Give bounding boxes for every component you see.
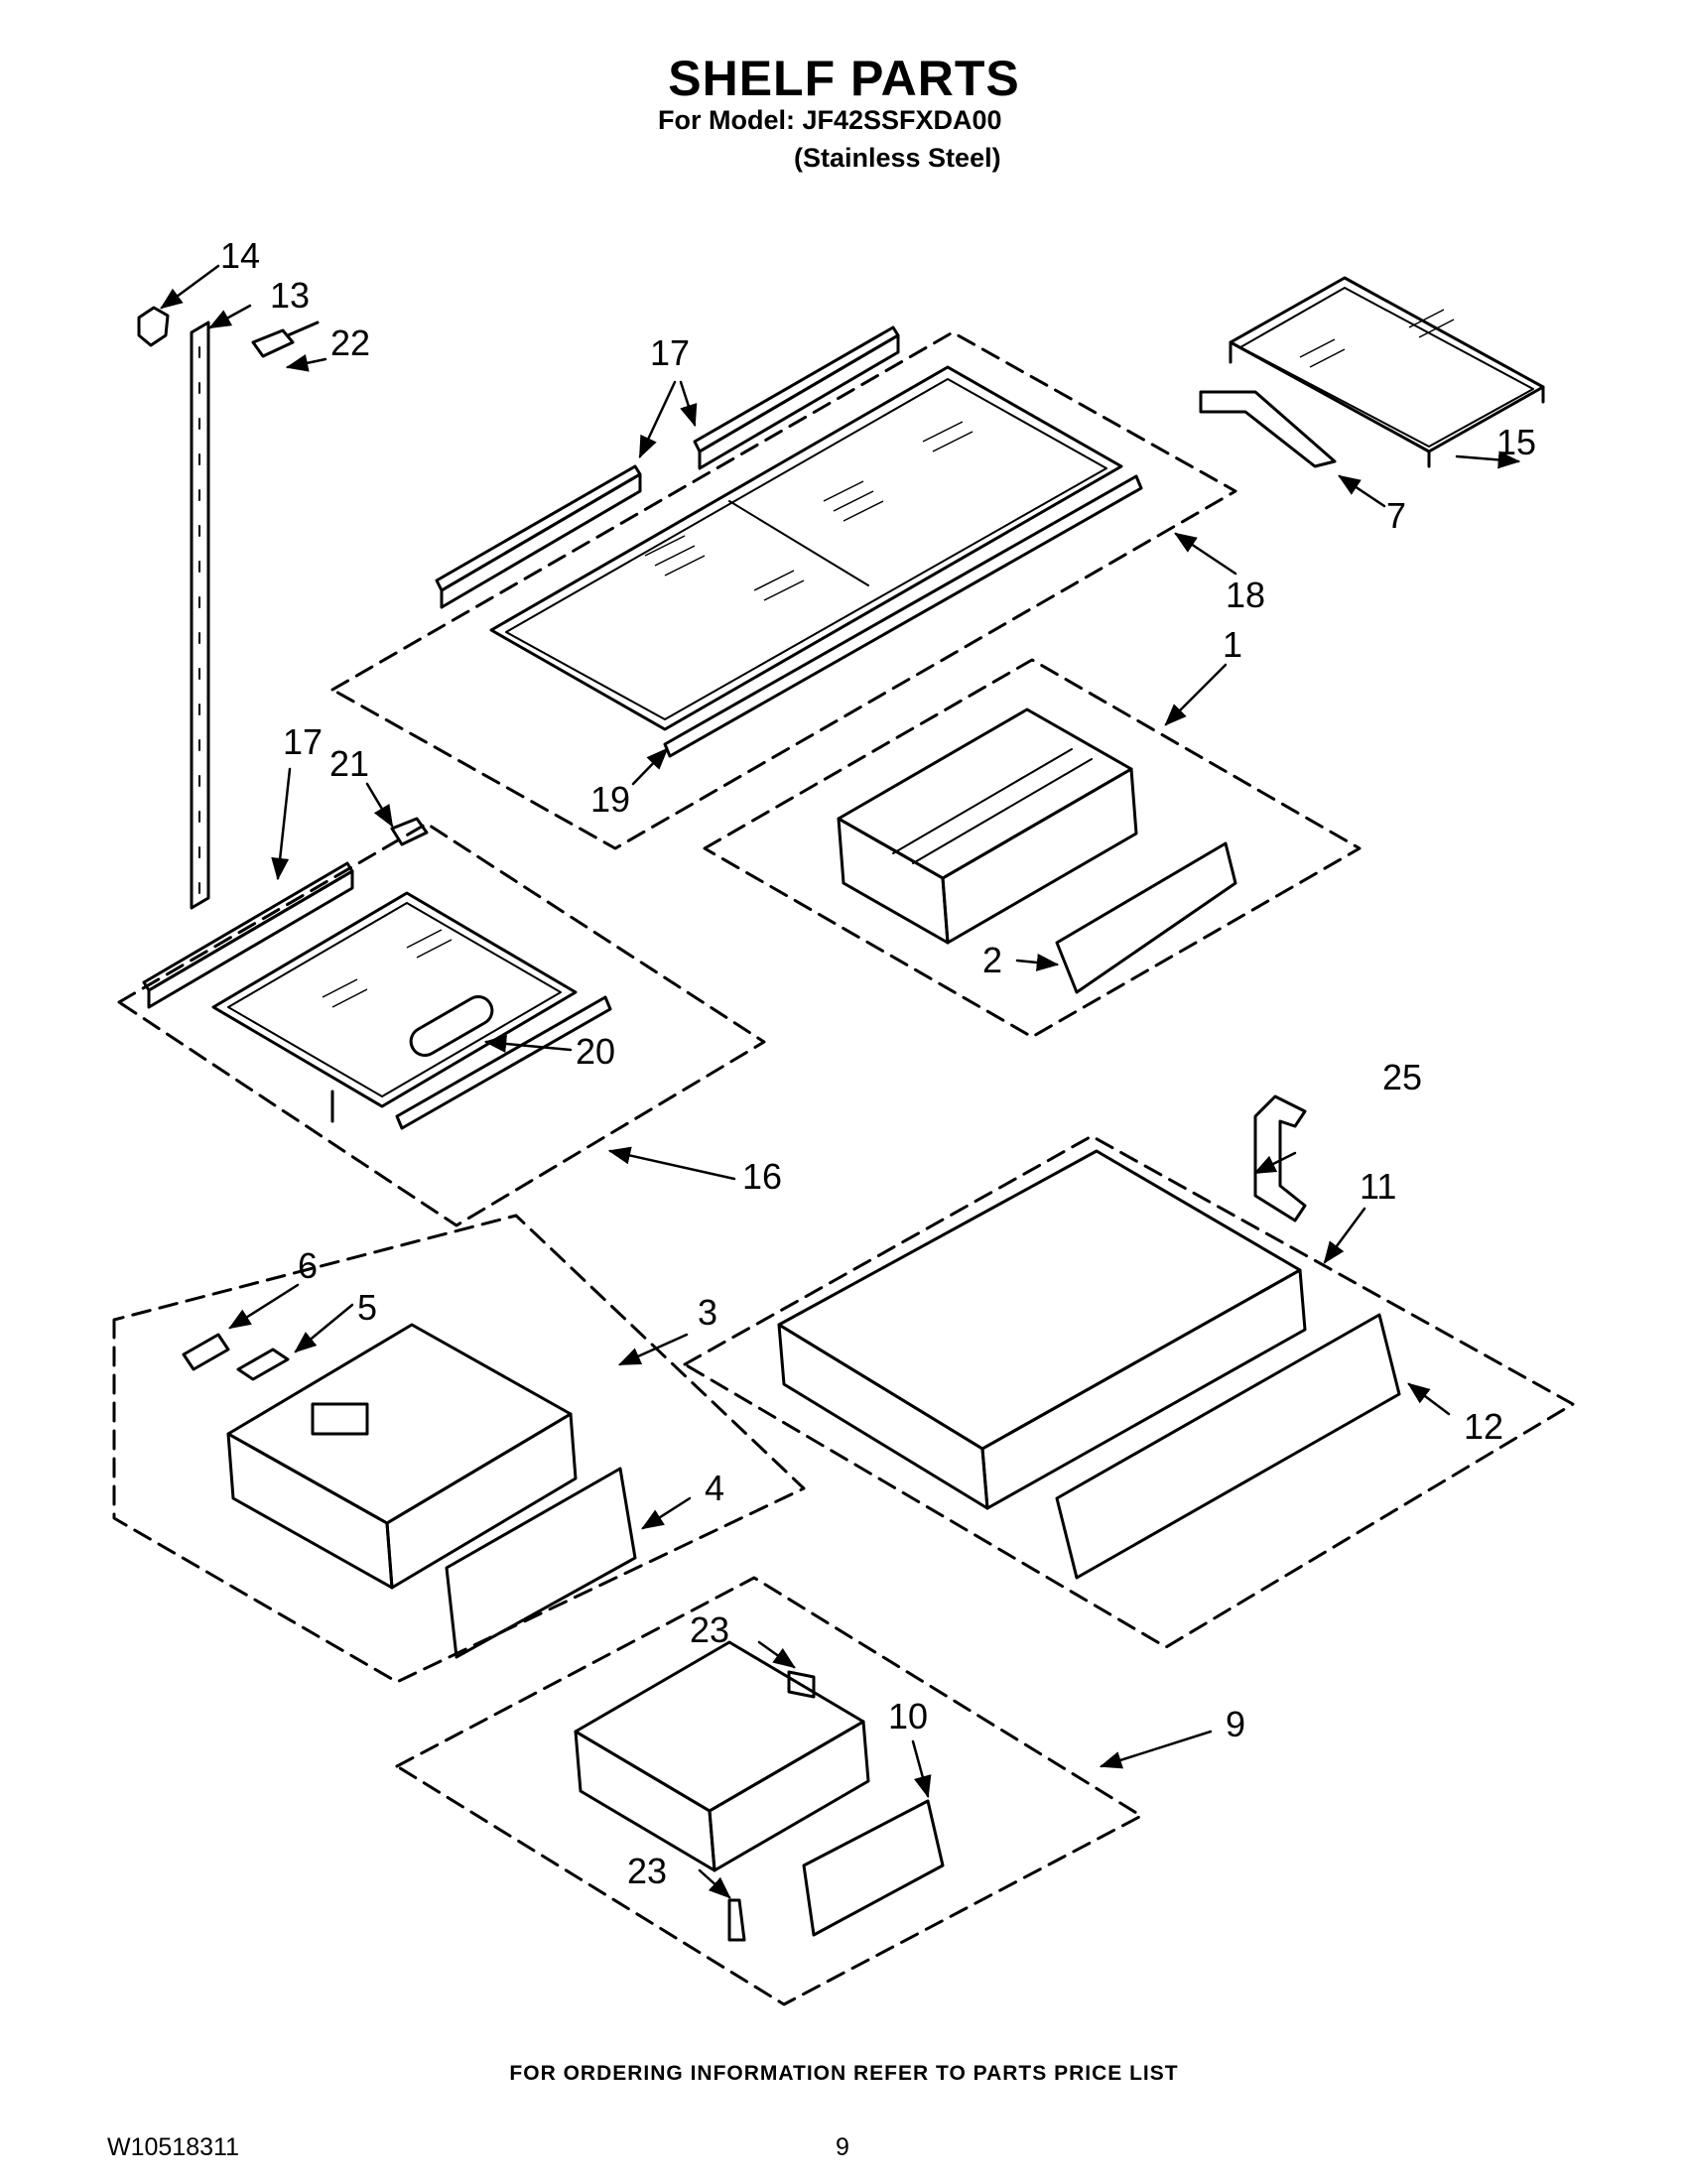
- callout-4: 4: [705, 1468, 724, 1508]
- callout-22: 22: [330, 322, 370, 363]
- page-number: 9: [836, 2133, 849, 2161]
- callout-5: 5: [357, 1287, 377, 1328]
- callout-7: 7: [1386, 495, 1406, 536]
- callout-21: 21: [329, 743, 369, 784]
- callout-19: 19: [590, 779, 630, 820]
- ordering-note: FOR ORDERING INFORMATION REFER TO PARTS …: [509, 2062, 1179, 2085]
- callout-10: 10: [888, 1696, 928, 1736]
- bin-front-4: [445, 1467, 637, 1659]
- screw-23b: [727, 1898, 746, 1942]
- crisper-front-12: [1055, 1313, 1401, 1580]
- screw-21: [390, 817, 429, 846]
- shelf-bracket-7: [1199, 390, 1337, 468]
- bracket-25: [1253, 1094, 1307, 1222]
- front-trim-19: [663, 474, 1143, 758]
- bin-front-10: [802, 1799, 945, 1937]
- clip-6: [182, 1333, 230, 1371]
- model-line: For Model: JF42SSFXDA00: [658, 105, 1002, 135]
- callout-13: 13: [270, 275, 310, 316]
- rail-13: [190, 321, 210, 910]
- callout-14: 14: [220, 235, 260, 276]
- side-rail-17b: [693, 325, 900, 453]
- group-outline-18: [330, 330, 1237, 850]
- rail-cap-14: [137, 306, 170, 347]
- callout-23b: 23: [627, 1851, 667, 1891]
- group-outline-9: [395, 1576, 1143, 2006]
- callout-20: 20: [576, 1031, 615, 1072]
- screw-23a: [787, 1670, 816, 1699]
- clip-5: [236, 1348, 290, 1381]
- lower-shelf-16: [211, 891, 578, 1123]
- glass-shelf-18: [489, 365, 1123, 731]
- callout-1: 1: [1223, 624, 1242, 665]
- callout-15: 15: [1496, 422, 1536, 462]
- page-title: SHELF PARTS: [668, 51, 1020, 106]
- screw-22: [251, 321, 320, 358]
- callout-11: 11: [1360, 1166, 1396, 1207]
- callout-9: 9: [1226, 1704, 1245, 1744]
- callout-17a: 17: [650, 332, 690, 373]
- finish-line: (Stainless Steel): [794, 143, 1001, 173]
- callout-3: 3: [698, 1292, 717, 1333]
- group-outline-16: [117, 822, 766, 1227]
- callout-23a: 23: [690, 1609, 729, 1650]
- callout-2: 2: [982, 940, 1002, 980]
- group-outline-11: [683, 1134, 1575, 1649]
- document-number: W10518311: [107, 2133, 239, 2161]
- callout-25: 25: [1382, 1057, 1422, 1097]
- callout-18: 18: [1226, 575, 1265, 615]
- group-outline-3: [112, 1214, 806, 1684]
- callout-17b: 17: [283, 721, 323, 762]
- large-crisper-11: [777, 1149, 1307, 1510]
- shelf-trim-20: [395, 995, 612, 1130]
- callout-16: 16: [742, 1156, 782, 1197]
- bin-front-2: [1055, 841, 1237, 994]
- callout-12: 12: [1464, 1406, 1503, 1447]
- crisper-bin-1: [837, 707, 1138, 945]
- deli-bin-3: [226, 1323, 578, 1590]
- callout-6: 6: [298, 1245, 318, 1286]
- small-shelf-15: [1229, 276, 1545, 468]
- small-bin-9: [574, 1640, 870, 1872]
- group-outline-1: [703, 658, 1362, 1039]
